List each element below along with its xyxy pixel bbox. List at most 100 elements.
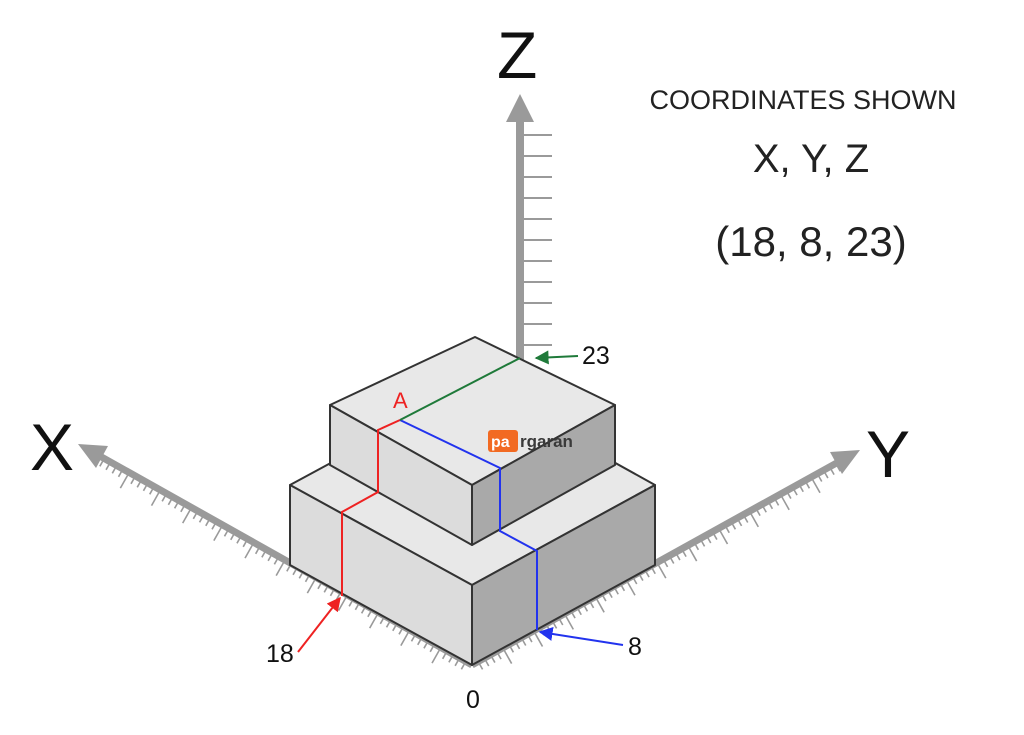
axis-tick xyxy=(431,647,442,664)
axis-tick xyxy=(767,500,774,510)
info-point-coordinates: (18, 8, 23) xyxy=(715,218,906,265)
axis-tick xyxy=(502,647,513,664)
axis-tick xyxy=(730,521,737,530)
axis-tick xyxy=(130,475,137,485)
axis-tick xyxy=(161,493,168,502)
axis-tick xyxy=(142,482,149,492)
axis-tick xyxy=(717,527,729,545)
axis-tick xyxy=(223,528,230,537)
y-axis-label: Y xyxy=(866,417,910,491)
axis-tick xyxy=(532,630,544,647)
axis-tick xyxy=(448,654,454,663)
axis-tick xyxy=(526,633,533,643)
axis-tick xyxy=(119,472,130,489)
axis-tick xyxy=(508,644,515,653)
axis-tick xyxy=(254,545,261,555)
axis-tick xyxy=(99,458,105,467)
lower-block-right-face xyxy=(471,484,656,666)
axis-tick xyxy=(514,640,521,650)
x-trace xyxy=(341,419,401,596)
axis-tick xyxy=(105,461,112,471)
axis-tick xyxy=(117,468,124,478)
axis-tick xyxy=(150,489,162,507)
axis-tick xyxy=(680,548,687,558)
axis-tick xyxy=(798,483,804,493)
axis-tick xyxy=(429,643,436,653)
x-value-label: 18 xyxy=(266,640,294,668)
axis-tick xyxy=(779,493,790,511)
axis-tick xyxy=(563,613,575,630)
axis-tick xyxy=(785,490,792,499)
axis-tick xyxy=(625,579,636,596)
axis-tick xyxy=(306,577,317,594)
axis-tick xyxy=(816,473,823,482)
axis-tick xyxy=(748,510,760,528)
axis-tick xyxy=(810,476,821,494)
axis-tick xyxy=(711,531,718,540)
upper-block-right-face xyxy=(471,404,616,546)
axis-tick xyxy=(181,507,193,524)
axis-tick xyxy=(273,556,280,565)
axis-tick xyxy=(724,524,730,534)
axis-tick xyxy=(441,650,448,660)
pargaran-badge xyxy=(488,430,518,452)
axis-tick xyxy=(822,469,829,479)
axis-tick xyxy=(483,657,490,667)
axis-tick xyxy=(495,650,502,660)
axis-tick xyxy=(205,517,211,527)
axis-tick xyxy=(454,657,461,667)
z-callout-arrow xyxy=(534,350,579,365)
info-axes-order: X, Y, Z xyxy=(753,137,869,181)
axis-tick xyxy=(804,480,811,489)
axis-tick xyxy=(699,538,706,547)
axis-tick xyxy=(244,542,255,559)
axis-tick xyxy=(693,541,700,551)
axis-tick xyxy=(423,640,430,649)
axis-tick xyxy=(754,507,761,517)
axis-tick xyxy=(400,629,411,647)
axis-tick xyxy=(198,514,205,523)
y-value-label: 8 xyxy=(628,633,642,661)
axis-tick xyxy=(520,637,527,646)
axis-tick xyxy=(267,552,274,562)
x-callout-arrow xyxy=(297,596,341,653)
axis-tick xyxy=(368,612,380,629)
axis-tick xyxy=(687,545,698,562)
axis-tick xyxy=(835,463,841,472)
x-axis-label: X xyxy=(30,410,74,484)
axis-tick xyxy=(674,551,681,561)
axis-tick xyxy=(213,524,224,542)
pargaran-text: rgaran xyxy=(520,432,573,451)
axis-tick xyxy=(242,538,249,548)
axis-tick xyxy=(773,497,780,506)
axis-tick xyxy=(111,465,118,474)
axis-tick xyxy=(136,479,143,488)
axis-tick xyxy=(594,596,605,613)
pargaran-badge-text: pa xyxy=(491,434,510,451)
axis-tick xyxy=(236,535,243,544)
axis-tick xyxy=(337,594,349,612)
axis-tick xyxy=(656,562,667,579)
axis-tick xyxy=(705,534,712,544)
axis-tick xyxy=(791,486,798,496)
axis-tick xyxy=(230,531,236,541)
z-trace xyxy=(399,357,521,421)
y-callout-arrow xyxy=(538,627,624,646)
axis-tick xyxy=(477,661,484,670)
axis-tick xyxy=(460,661,467,670)
point-label: A xyxy=(393,388,408,413)
axis-tick xyxy=(668,555,675,564)
z-axis-label: Z xyxy=(497,18,537,92)
axis-tick xyxy=(211,521,218,530)
axis-tick xyxy=(173,500,180,509)
axis-tick xyxy=(148,486,155,495)
axis-tick xyxy=(275,559,286,577)
z-value-label: 23 xyxy=(582,342,610,370)
pargaran-logo: pa rgaran xyxy=(488,430,573,452)
axis-tick xyxy=(180,503,186,513)
origin-label: 0 xyxy=(466,686,480,714)
axis-tick xyxy=(489,654,496,663)
z-axis xyxy=(506,94,552,368)
y-trace xyxy=(399,419,538,630)
